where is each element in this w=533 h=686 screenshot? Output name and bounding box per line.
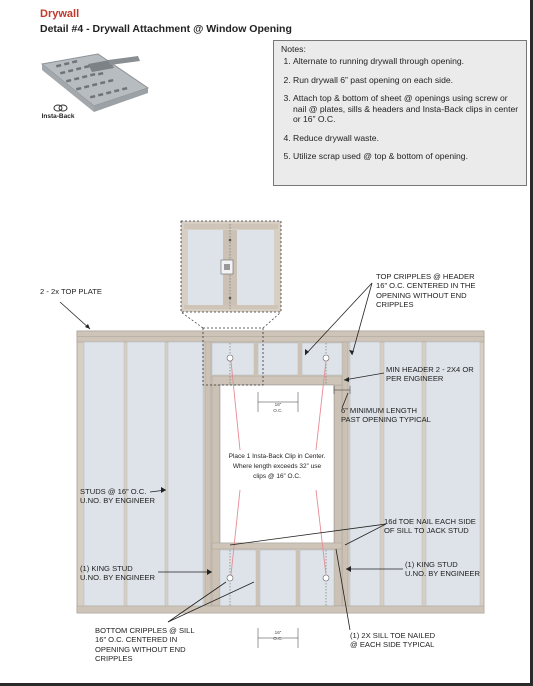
dimension-label-top: 16” O.C. xyxy=(273,402,283,413)
top-cripples xyxy=(254,343,302,376)
label-line: PAST OPENING TYPICAL xyxy=(341,415,431,425)
label-line: 16d TOE NAIL EACH SIDE xyxy=(384,517,476,526)
label-line: U.NO. BY ENGINEER xyxy=(405,569,480,579)
dimension-label-bottom: 16” O.C. xyxy=(273,630,283,641)
enlarged-detail xyxy=(180,220,282,313)
label-line: 16” O.C. CENTERED IN xyxy=(95,635,178,645)
sill xyxy=(211,542,343,550)
label-line: Place 1 Insta-Back Clip in Center. xyxy=(228,453,326,460)
label-line: clips @ 16” O.C. xyxy=(253,472,301,480)
label-bottom-cripples: BOTTOM CRIPPLES @ SILL 16” O.C. CENTERED… xyxy=(95,626,195,664)
label-top-plate: 2 - 2x TOP PLATE xyxy=(40,287,102,296)
label-line: OF SILL TO JACK STUD xyxy=(384,526,469,536)
page-title: Drywall xyxy=(40,8,80,20)
note-item: Alternate to running drywall through ope… xyxy=(293,56,519,66)
label-line: CRIPPLES xyxy=(95,654,133,664)
label-top-cripples: TOP CRIPPLES @ HEADER 16” O.C. CENTERED … xyxy=(376,272,475,310)
notes-box: Notes: Alternate to running drywall thro… xyxy=(273,40,527,186)
label-min-header: MIN HEADER 2 - 2X4 OR PER ENGINEER xyxy=(386,365,474,384)
label-studs: STUDS @ 16” O.C. U.NO. BY ENGINEER xyxy=(80,487,155,506)
note-item: Utilize scrap used @ top & bottom of ope… xyxy=(293,151,519,161)
clip-pointer-lines xyxy=(230,360,327,576)
label-line: U.NO. BY ENGINEER xyxy=(80,573,155,583)
bottom-plate xyxy=(76,605,485,614)
label-line: STUDS @ 16” O.C. xyxy=(80,487,147,496)
label-king-stud-left: (1) KING STUD U.NO. BY ENGINEER xyxy=(80,564,155,583)
header xyxy=(211,375,343,386)
drywall-panels-left xyxy=(83,341,204,607)
label-line: CRIPPLES xyxy=(376,300,414,310)
label-line: OPENING WITHOUT END xyxy=(95,644,186,654)
label-line: U.NO. BY ENGINEER xyxy=(80,496,155,506)
label-toe-nail: 16d TOE NAIL EACH SIDE OF SILL TO JACK S… xyxy=(384,517,476,536)
insta-back-logo: Insta-Back xyxy=(38,98,78,120)
page-border-bottom xyxy=(0,683,533,686)
label-line: PER ENGINEER xyxy=(386,374,444,384)
note-item: Run drywall 6” past opening on each side… xyxy=(293,75,519,85)
label-line: BOTTOM CRIPPLES @ SILL xyxy=(95,626,195,635)
page-border-right xyxy=(530,0,533,686)
label-min-length: 6” MINIMUM LENGTH PAST OPENING TYPICAL xyxy=(341,406,431,425)
label-line: TOP CRIPPLES @ HEADER xyxy=(376,272,475,281)
top-cripple-area xyxy=(211,342,343,376)
detail-title: Detail #4 - Drywall Attachment @ Window … xyxy=(40,23,292,35)
note-item: Reduce drywall waste. xyxy=(293,133,519,143)
label-line: 16” O.C. CENTERED IN THE xyxy=(376,281,476,291)
logo-brand-name: Insta-Back xyxy=(41,113,75,120)
clip-placement-note: Place 1 Insta-Back Clip in Center. Where… xyxy=(222,452,332,481)
label-line: OPENING WITHOUT END xyxy=(376,290,467,300)
drywall-panels-right xyxy=(349,341,481,607)
label-line: (1) KING STUD xyxy=(80,564,133,573)
label-line: MIN HEADER 2 - 2X4 OR xyxy=(386,365,474,374)
dimension-bottom xyxy=(257,628,299,648)
note-item: Attach top & bottom of sheet @ openings … xyxy=(293,93,519,124)
label-sill: (1) 2X SILL TOE NAILED @ EACH SIDE TYPIC… xyxy=(350,631,435,650)
min-length-marker xyxy=(333,386,351,394)
dimension-top xyxy=(257,392,299,412)
window-opening xyxy=(219,384,335,544)
bottom-cripples xyxy=(256,550,300,606)
notes-heading: Notes: xyxy=(281,44,306,54)
label-line: (1) KING STUD xyxy=(405,560,458,569)
label-line: (1) 2X SILL TOE NAILED xyxy=(350,631,436,640)
clip-markers xyxy=(226,354,330,582)
callout-box-small xyxy=(202,327,264,386)
label-king-stud-right: (1) KING STUD U.NO. BY ENGINEER xyxy=(405,560,480,579)
leader-lines xyxy=(59,282,403,631)
bottom-cripple-area xyxy=(219,549,335,607)
label-line: @ EACH SIDE TYPICAL xyxy=(350,640,435,650)
label-line: 6” MINIMUM LENGTH xyxy=(341,406,417,415)
notes-list: Alternate to running drywall through ope… xyxy=(281,56,519,161)
label-line: Where length exceeds 32” use xyxy=(232,462,322,470)
